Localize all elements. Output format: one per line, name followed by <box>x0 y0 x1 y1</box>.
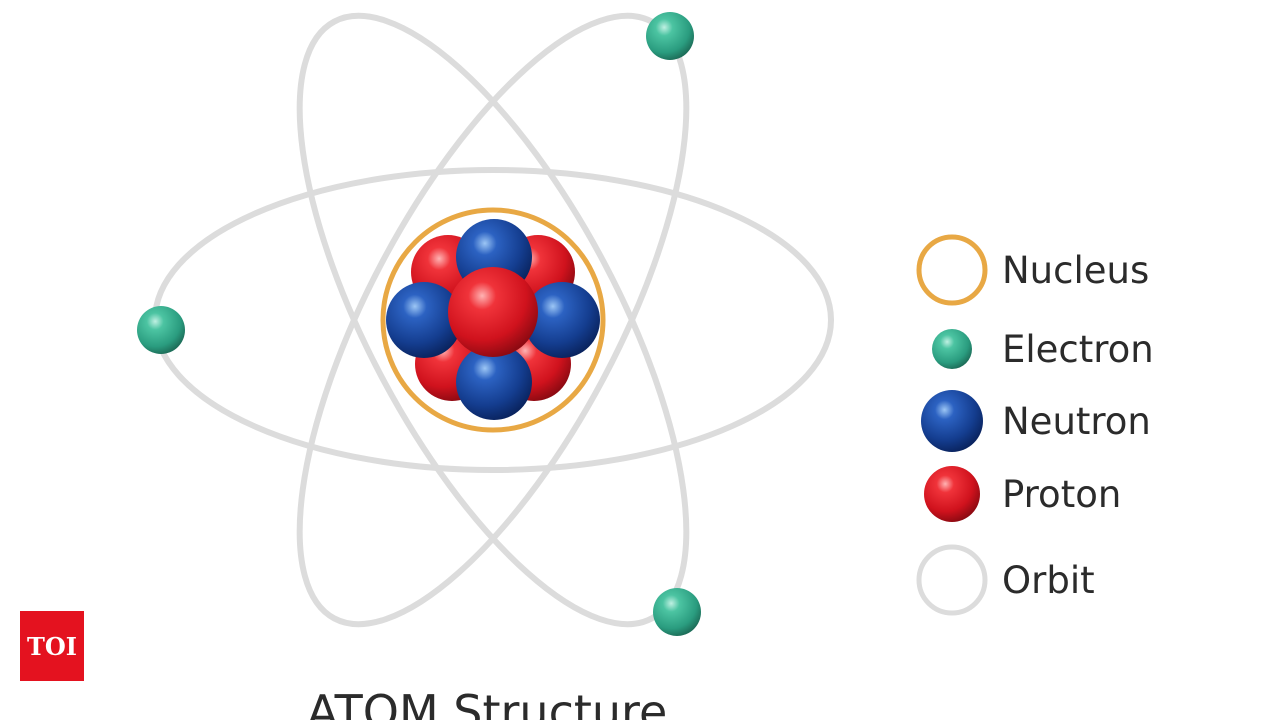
neutron <box>386 282 462 358</box>
legend-nucleus-label: Nucleus <box>1002 249 1149 292</box>
electron <box>653 588 701 636</box>
proton <box>448 267 538 357</box>
legend-neutron-icon <box>921 390 983 452</box>
nucleus <box>386 219 600 420</box>
legend-nucleus-icon <box>916 234 988 306</box>
electrons <box>137 12 701 636</box>
toi-logo: TOI <box>20 611 84 681</box>
neutron <box>456 344 532 420</box>
legend-proton-icon <box>924 466 980 522</box>
legend-proton-label: Proton <box>1002 473 1121 516</box>
electron <box>137 306 185 354</box>
legend-orbit-label: Orbit <box>1002 559 1095 602</box>
diagram-title: ATOM Structure <box>307 685 668 720</box>
orbit-diagonal-a <box>296 12 690 628</box>
neutron <box>524 282 600 358</box>
toi-logo-text: TOI <box>27 631 77 661</box>
legend-orbit-icon <box>916 544 988 616</box>
legend-neutron-label: Neutron <box>1002 400 1151 443</box>
electron <box>646 12 694 60</box>
legend-electron-icon <box>932 329 972 369</box>
legend: Nucleus Electron Neutron Proton Orbit <box>916 234 1154 616</box>
legend-electron-label: Electron <box>1002 328 1154 371</box>
